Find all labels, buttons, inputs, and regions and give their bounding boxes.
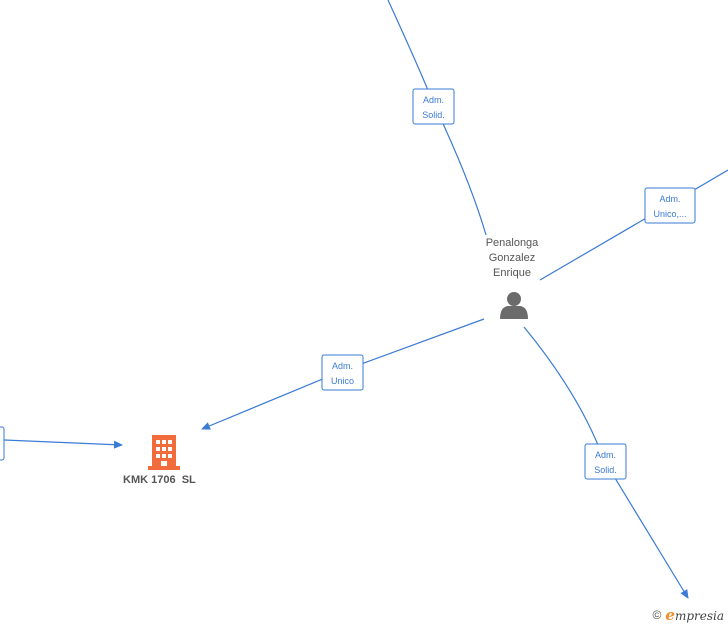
edge-label-company[interactable]: Adm. Unico <box>321 354 364 391</box>
edge-label-right-line1: Adm. <box>659 194 680 204</box>
copyright-icon: © <box>652 608 662 622</box>
edge-label-right[interactable]: Adm. Unico,... <box>644 187 696 224</box>
edge-label-right-line2: Unico,... <box>653 209 686 219</box>
person-name-line3: Enrique <box>493 267 531 279</box>
person-name-line1: Penalonga <box>485 237 539 249</box>
person-name[interactable]: Penalonga Gonzalez Enrique <box>472 236 552 281</box>
footer-brand: © empresia <box>653 606 724 624</box>
edge-label-top[interactable]: Adm. Solid. <box>412 88 455 125</box>
brand-rest: mpresia <box>674 609 724 623</box>
edge-label-company-line1: Adm. <box>332 361 353 371</box>
edge-label-top-line2: Solid. <box>422 110 445 120</box>
edge-label-company-line2: Unico <box>331 376 354 386</box>
company-name[interactable]: KMK 1706 SL <box>123 474 196 486</box>
edge-line-right <box>539 169 728 281</box>
edge-label-top-line1: Adm. <box>423 95 444 105</box>
edge-label-bottom-line1: Adm. <box>595 450 616 460</box>
edge-line-left <box>3 439 123 449</box>
edge-label-bottom-line2: Solid. <box>594 465 617 475</box>
edge-label-left-stub[interactable] <box>0 426 5 461</box>
person-name-line2: Gonzalez <box>488 252 536 264</box>
edge-label-bottom[interactable]: Adm. Solid. <box>584 443 627 480</box>
brand-logo: empresia <box>665 606 724 624</box>
person-icon[interactable] <box>500 292 528 319</box>
brand-initial: e <box>665 606 675 624</box>
building-icon[interactable] <box>148 435 180 470</box>
